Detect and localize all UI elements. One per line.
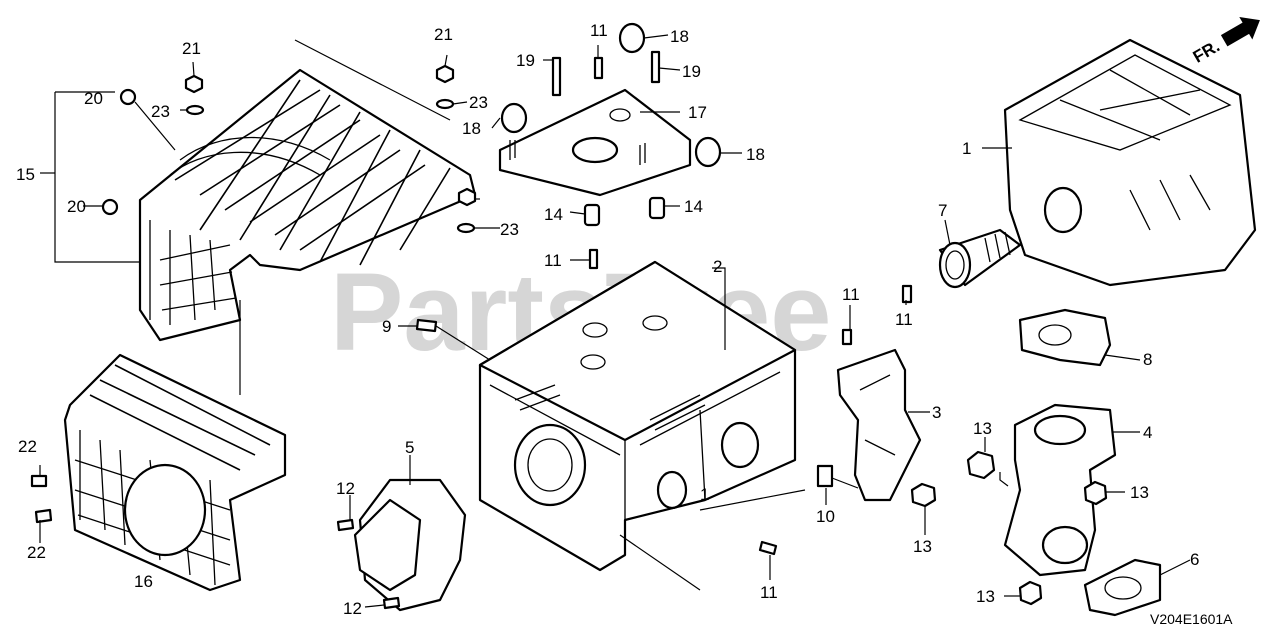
callout-20b: 20 — [67, 197, 86, 216]
spark-arrester[interactable] — [938, 228, 1022, 289]
callout-16: 16 — [134, 572, 153, 591]
callout-8: 8 — [1143, 350, 1152, 369]
callout-1: 1 — [962, 139, 971, 158]
callout-13b: 13 — [913, 537, 932, 556]
exhaust-outlet-cap[interactable] — [353, 478, 467, 612]
exhaust-pipe[interactable] — [1003, 403, 1117, 577]
front-direction-indicator: FR. — [1190, 16, 1260, 67]
callout-15: 15 — [16, 165, 35, 184]
callout-23b: 23 — [469, 93, 488, 112]
callout-22b: 22 — [27, 543, 46, 562]
callout-1b: 1 — [700, 485, 709, 504]
callout-10: 10 — [816, 507, 835, 526]
callout-20a: 20 — [84, 89, 103, 108]
callout-6: 6 — [1190, 550, 1199, 569]
callout-13a: 13 — [973, 419, 992, 438]
callout-11d: 11 — [842, 285, 860, 304]
callout-11b: 11 — [544, 251, 562, 270]
diagram-code: V204E1601A — [1150, 611, 1233, 627]
gasket-lower[interactable] — [1083, 558, 1162, 617]
muffler-body[interactable] — [478, 260, 797, 572]
muffler-protector-upper[interactable] — [138, 68, 477, 342]
leader-lines — [39, 34, 1191, 608]
callout-12b: 12 — [343, 599, 362, 618]
callout-14a: 14 — [544, 205, 563, 224]
callout-2: 2 — [713, 257, 722, 276]
callout-14b: 14 — [684, 197, 703, 216]
front-arrow-icon — [1220, 16, 1260, 47]
callout-21b: 21 — [182, 39, 201, 58]
callout-19b: 19 — [682, 62, 701, 81]
callout-12a: 12 — [336, 479, 355, 498]
callout-4: 4 — [1143, 423, 1152, 442]
callout-labels: 1 1 2 3 4 5 6 7 8 9 10 11 11 11 11 11 12… — [16, 21, 1199, 618]
gasket-upper[interactable] — [1018, 308, 1112, 367]
muffler-cover[interactable] — [1003, 38, 1257, 287]
front-direction-label: FR. — [1190, 37, 1223, 67]
callout-18c: 18 — [746, 145, 765, 164]
callout-5: 5 — [405, 438, 414, 457]
callout-23c: 23 — [500, 220, 519, 239]
callout-13d: 13 — [976, 587, 995, 606]
callout-17: 17 — [688, 103, 707, 122]
hardware-nuts-bolts — [30, 22, 1108, 610]
callout-11a: 11 — [590, 21, 608, 40]
muffler-protector-lower[interactable] — [63, 353, 287, 592]
callout-18b: 18 — [462, 119, 481, 138]
callout-23a: 23 — [151, 102, 170, 121]
callout-7: 7 — [938, 201, 947, 220]
heat-shield-bracket[interactable] — [836, 348, 922, 502]
callout-22a: 22 — [18, 437, 37, 456]
callout-9: 9 — [382, 317, 391, 336]
callout-19a: 19 — [516, 51, 535, 70]
callout-13c: 13 — [1130, 483, 1149, 502]
callout-18a: 18 — [670, 27, 689, 46]
mounting-plate[interactable] — [498, 88, 692, 197]
callout-11e: 11 — [760, 583, 778, 602]
callout-3: 3 — [932, 403, 941, 422]
callout-11c: 11 — [895, 310, 913, 329]
callout-21a: 21 — [434, 25, 453, 44]
